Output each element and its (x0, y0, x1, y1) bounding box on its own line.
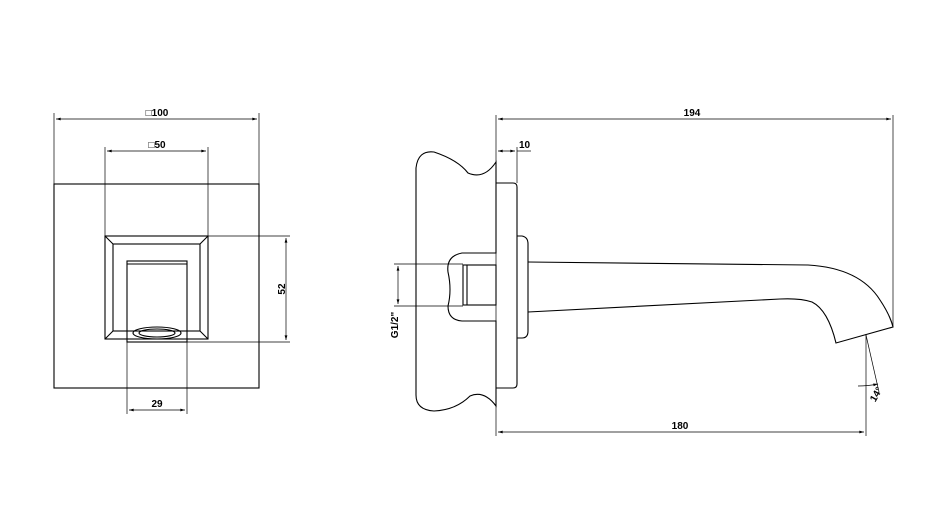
wall-plate-side (496, 182, 518, 389)
threaded-connection (462, 264, 497, 306)
dimension-label-50: □50 (148, 140, 166, 151)
dimension-label-29: 29 (151, 399, 163, 410)
wall-section-hatched (415, 151, 497, 412)
spout-outlet (132, 326, 182, 340)
escutcheon-outer (104, 235, 209, 340)
dimension-label-100: □100 (146, 108, 169, 119)
dimension-label-194: 194 (684, 108, 701, 119)
side-view: 194 10 G1/2" 180 14° (390, 108, 894, 436)
dimension-label-180: 180 (672, 421, 689, 432)
spout-front (126, 260, 188, 343)
angle-extension-line (865, 334, 880, 393)
front-view: □100 □50 52 29 (53, 108, 290, 414)
angle-label-14: 14° (868, 385, 885, 404)
escutcheon-inner (112, 243, 201, 332)
angle-arc (857, 383, 879, 387)
spout-side (527, 261, 894, 344)
dimension-label-thread: G1/2" (390, 312, 401, 339)
spout-boss (517, 235, 529, 339)
dimension-label-52: 52 (277, 283, 288, 295)
wall-plate-outline (53, 183, 260, 389)
dimension-label-10: 10 (519, 140, 531, 151)
